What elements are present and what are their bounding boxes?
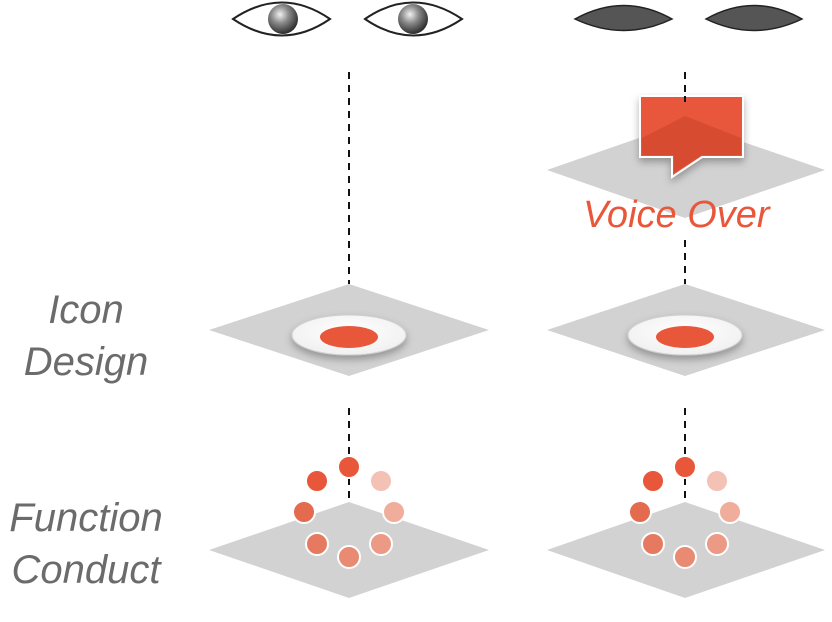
voice-over-plane (547, 122, 825, 218)
speech-bubble-shade (642, 116, 741, 173)
right-eye-closed (704, 4, 804, 32)
closed-eyes-icon (573, 4, 804, 32)
icon-button-center (656, 326, 714, 348)
open-eyes-icon (231, 1, 464, 37)
column-blind (547, 4, 825, 598)
voice-over-label: Voice Over (583, 194, 770, 236)
loading-dots (628, 455, 742, 569)
function-conduct-label-line1: Function (9, 496, 163, 540)
icon-design-label: Icon Design (0, 284, 172, 388)
loading-dots (292, 455, 406, 569)
icon-design-label-line1: Icon (48, 288, 124, 332)
icon-design-label-line2: Design (23, 340, 149, 384)
icon-button-center (320, 326, 378, 348)
right-eye-open (363, 1, 464, 37)
left-eye-closed (573, 4, 674, 32)
left-eye-open (231, 1, 332, 37)
column-sighted (209, 1, 489, 598)
function-conduct-label: Function Conduct (0, 492, 172, 596)
function-conduct-label-line2: Conduct (11, 548, 161, 592)
